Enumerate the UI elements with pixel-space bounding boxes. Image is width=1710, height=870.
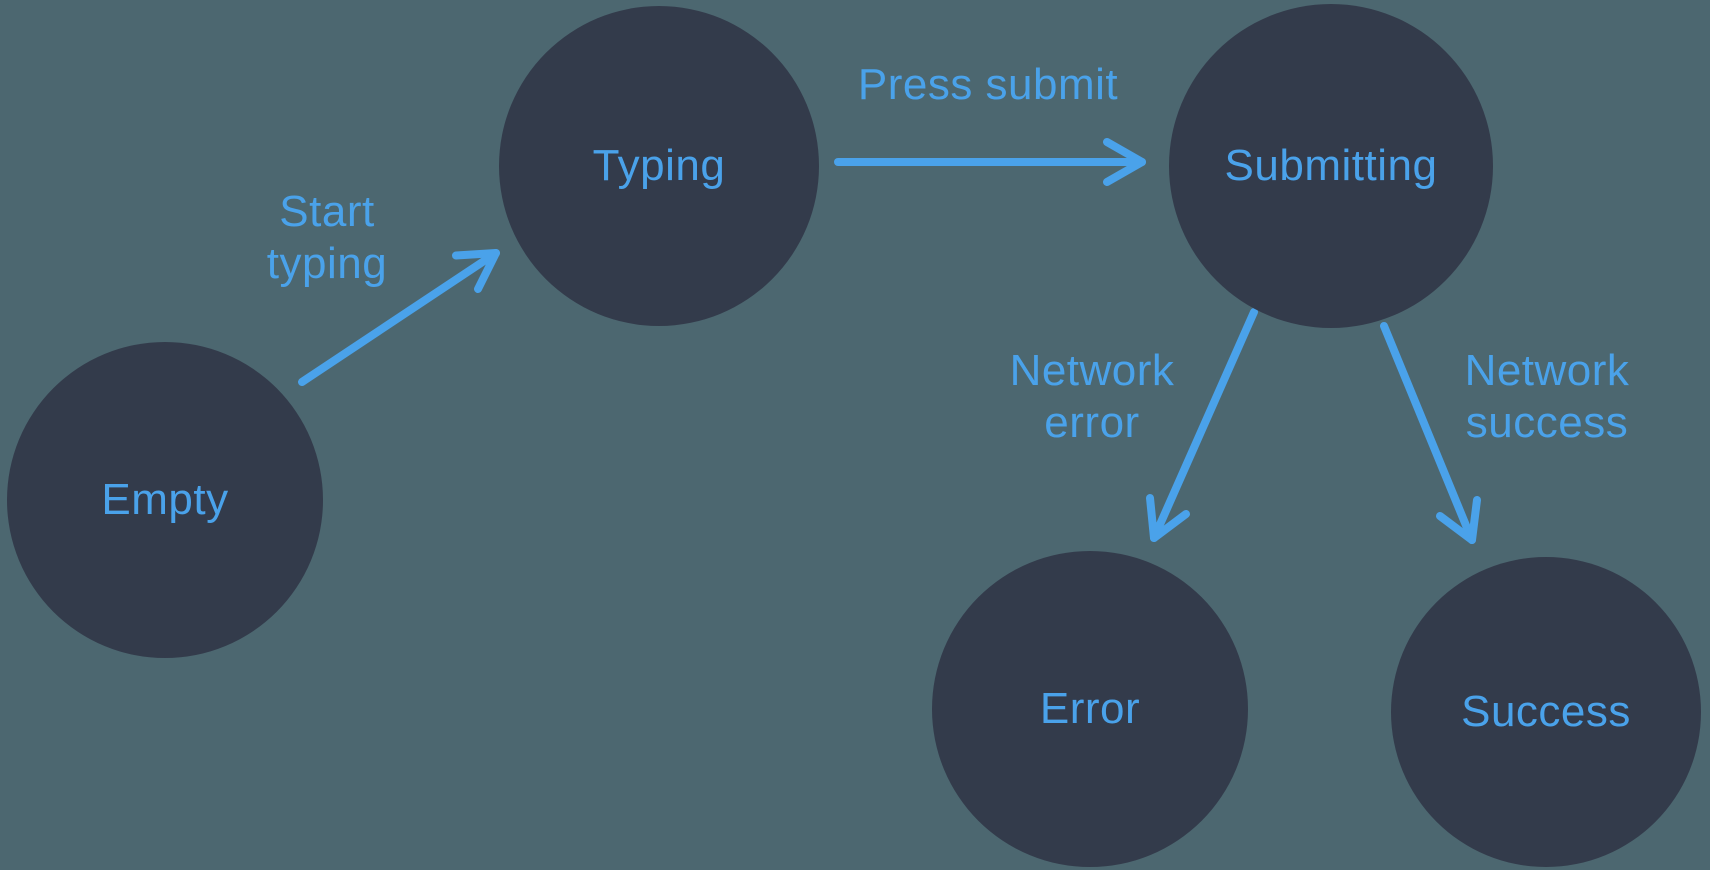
edge-arrow-network-success	[1380, 322, 1481, 544]
state-node-label: Empty	[101, 475, 229, 524]
edge-arrow-start-typing	[298, 249, 500, 386]
edge-arrow-press-submit	[834, 138, 1146, 186]
state-node-label: Submitting	[1224, 141, 1438, 190]
arrow-shaft	[298, 249, 500, 386]
state-node-error: Error	[932, 551, 1248, 867]
arrow-shaft	[1150, 308, 1258, 542]
arrow-head-icon	[1103, 138, 1146, 186]
state-node-typing: Typing	[499, 6, 819, 326]
arrow-head-icon	[452, 249, 500, 293]
arrow-head-icon	[1146, 494, 1190, 542]
state-node-label: Success	[1461, 687, 1631, 736]
state-node-label: Typing	[592, 141, 726, 190]
arrow-shaft	[1380, 322, 1476, 544]
state-node-label: Error	[1039, 684, 1141, 733]
edge-label-network-success: Network success	[1464, 346, 1630, 447]
edge-label-press-submit: Press submit	[857, 60, 1119, 109]
state-node-success: Success	[1391, 557, 1701, 867]
state-node-empty: Empty	[7, 342, 323, 658]
arrow-head-icon	[1436, 496, 1481, 544]
edge-arrow-network-error	[1146, 308, 1258, 542]
state-node-submitting: Submitting	[1169, 4, 1493, 328]
edge-label-start-typing: Start typing	[266, 187, 388, 288]
edge-label-network-error: Network error	[1009, 346, 1175, 447]
